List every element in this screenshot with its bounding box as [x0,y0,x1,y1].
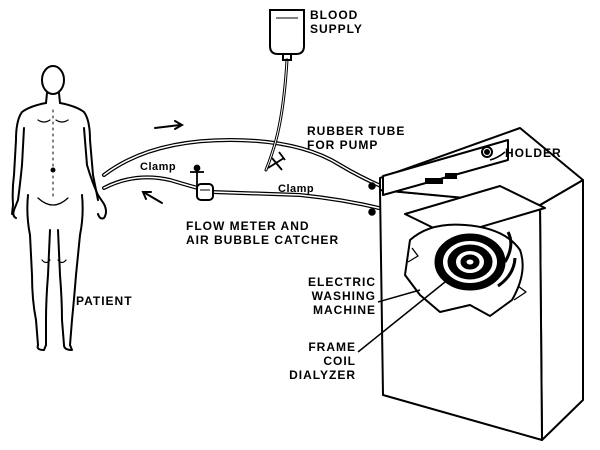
dialyzer-line-2: COIL [323,354,356,368]
rubber-tube-line-1: RUBBER TUBE [307,124,406,138]
blood-supply-line-2: SUPPLY [310,22,363,36]
flow-meter-line-1: FLOW METER AND [186,219,310,233]
pointer-lines [357,151,506,353]
clamp-left [190,164,204,188]
washing-machine [379,127,584,441]
clamp-right [267,151,286,171]
washing-machine-line-1: ELECTRIC [308,275,376,289]
patient-figure [11,65,107,351]
blood-supply-label: BLOOD SUPPLY [310,8,363,36]
dialyzer-line-1: FRAME [308,340,356,354]
coil-dialyzer [434,231,517,291]
dialyzer-line-3: DIALYZER [289,368,356,382]
holder-label: HOLDER [505,146,562,160]
flow-meter-label: FLOW METER AND AIR BUBBLE CATCHER [186,219,339,247]
clamp-right-label: Clamp [278,183,315,195]
patient-label: PATIENT [76,294,133,308]
clamp-left-label: Clamp [140,161,177,173]
flow-meter-line-2: AIR BUBBLE CATCHER [186,233,340,247]
rubber-tube-label: RUBBER TUBE FOR PUMP [307,124,405,152]
flow-meter [196,183,214,201]
washing-machine-label: ELECTRIC WASHING MACHINE [288,275,376,317]
blood-supply-bag [269,9,305,61]
dialyzer-label: FRAME COIL DIALYZER [276,340,356,382]
washing-machine-line-3: MACHINE [313,303,376,317]
washing-machine-line-2: WASHING [311,289,376,303]
rubber-tube-line-2: FOR PUMP [307,138,379,152]
blood-supply-line-1: BLOOD [310,8,359,22]
